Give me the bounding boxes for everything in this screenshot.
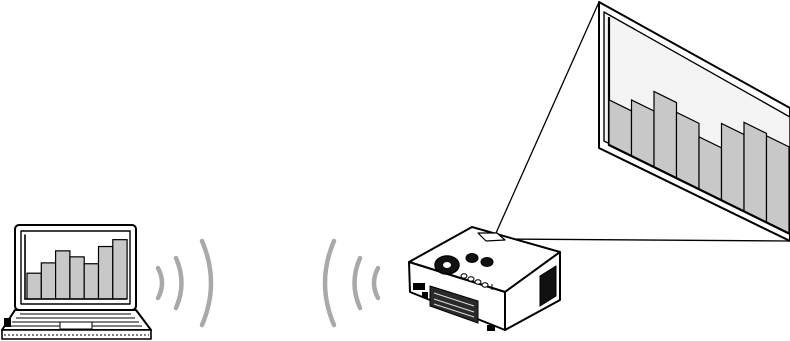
projection-screen [599, 2, 790, 241]
laptop-bar [84, 264, 98, 299]
projector-foot [422, 292, 428, 298]
laptop-bar [99, 247, 113, 299]
projection-bar [744, 122, 767, 222]
projector-focus-knob [466, 254, 478, 263]
projection-bar [677, 112, 700, 189]
projection-bar [654, 91, 677, 178]
projector-foot [487, 325, 495, 331]
projection-bar [722, 123, 745, 211]
projector-wireless-signal [325, 241, 378, 325]
projection-bar [767, 136, 790, 234]
projector [409, 227, 560, 331]
projector-vent-left [413, 283, 425, 290]
laptop-bar [70, 257, 84, 299]
projector-zoom-knob [481, 258, 493, 267]
projector-lens-center [443, 262, 451, 268]
laptop [2, 225, 151, 339]
laptop-wireless-signal [158, 241, 211, 325]
laptop-port [4, 318, 11, 327]
laptop-bar [113, 240, 127, 299]
laptop-bar [56, 251, 70, 299]
laptop-touchpad [60, 322, 92, 329]
laptop-bar [27, 273, 41, 299]
laptop-bar [41, 263, 55, 299]
